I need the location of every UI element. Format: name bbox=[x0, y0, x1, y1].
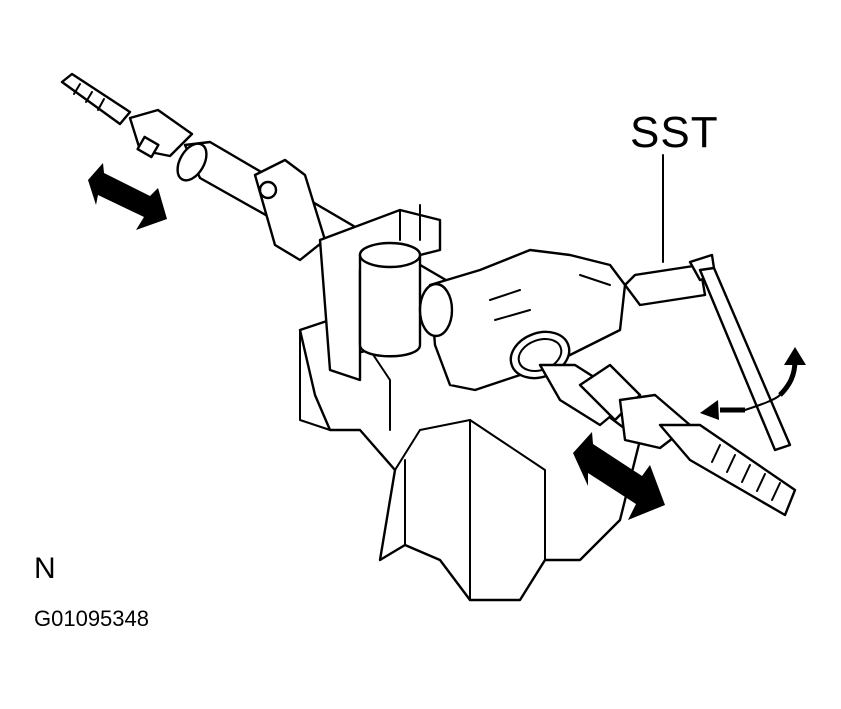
figure-code: G01095348 bbox=[34, 606, 149, 631]
right-tie-rod bbox=[538, 363, 797, 517]
rotation-arrows-icon bbox=[700, 347, 806, 420]
left-tie-rod bbox=[60, 72, 194, 159]
mounting-bracket bbox=[318, 204, 442, 382]
special-service-tool bbox=[623, 154, 792, 452]
view-marker: N bbox=[34, 552, 56, 585]
sst-label: SST bbox=[630, 108, 719, 157]
double-arrow-icon bbox=[573, 432, 665, 520]
valve-body bbox=[418, 248, 627, 392]
double-arrow-icon bbox=[88, 163, 167, 230]
